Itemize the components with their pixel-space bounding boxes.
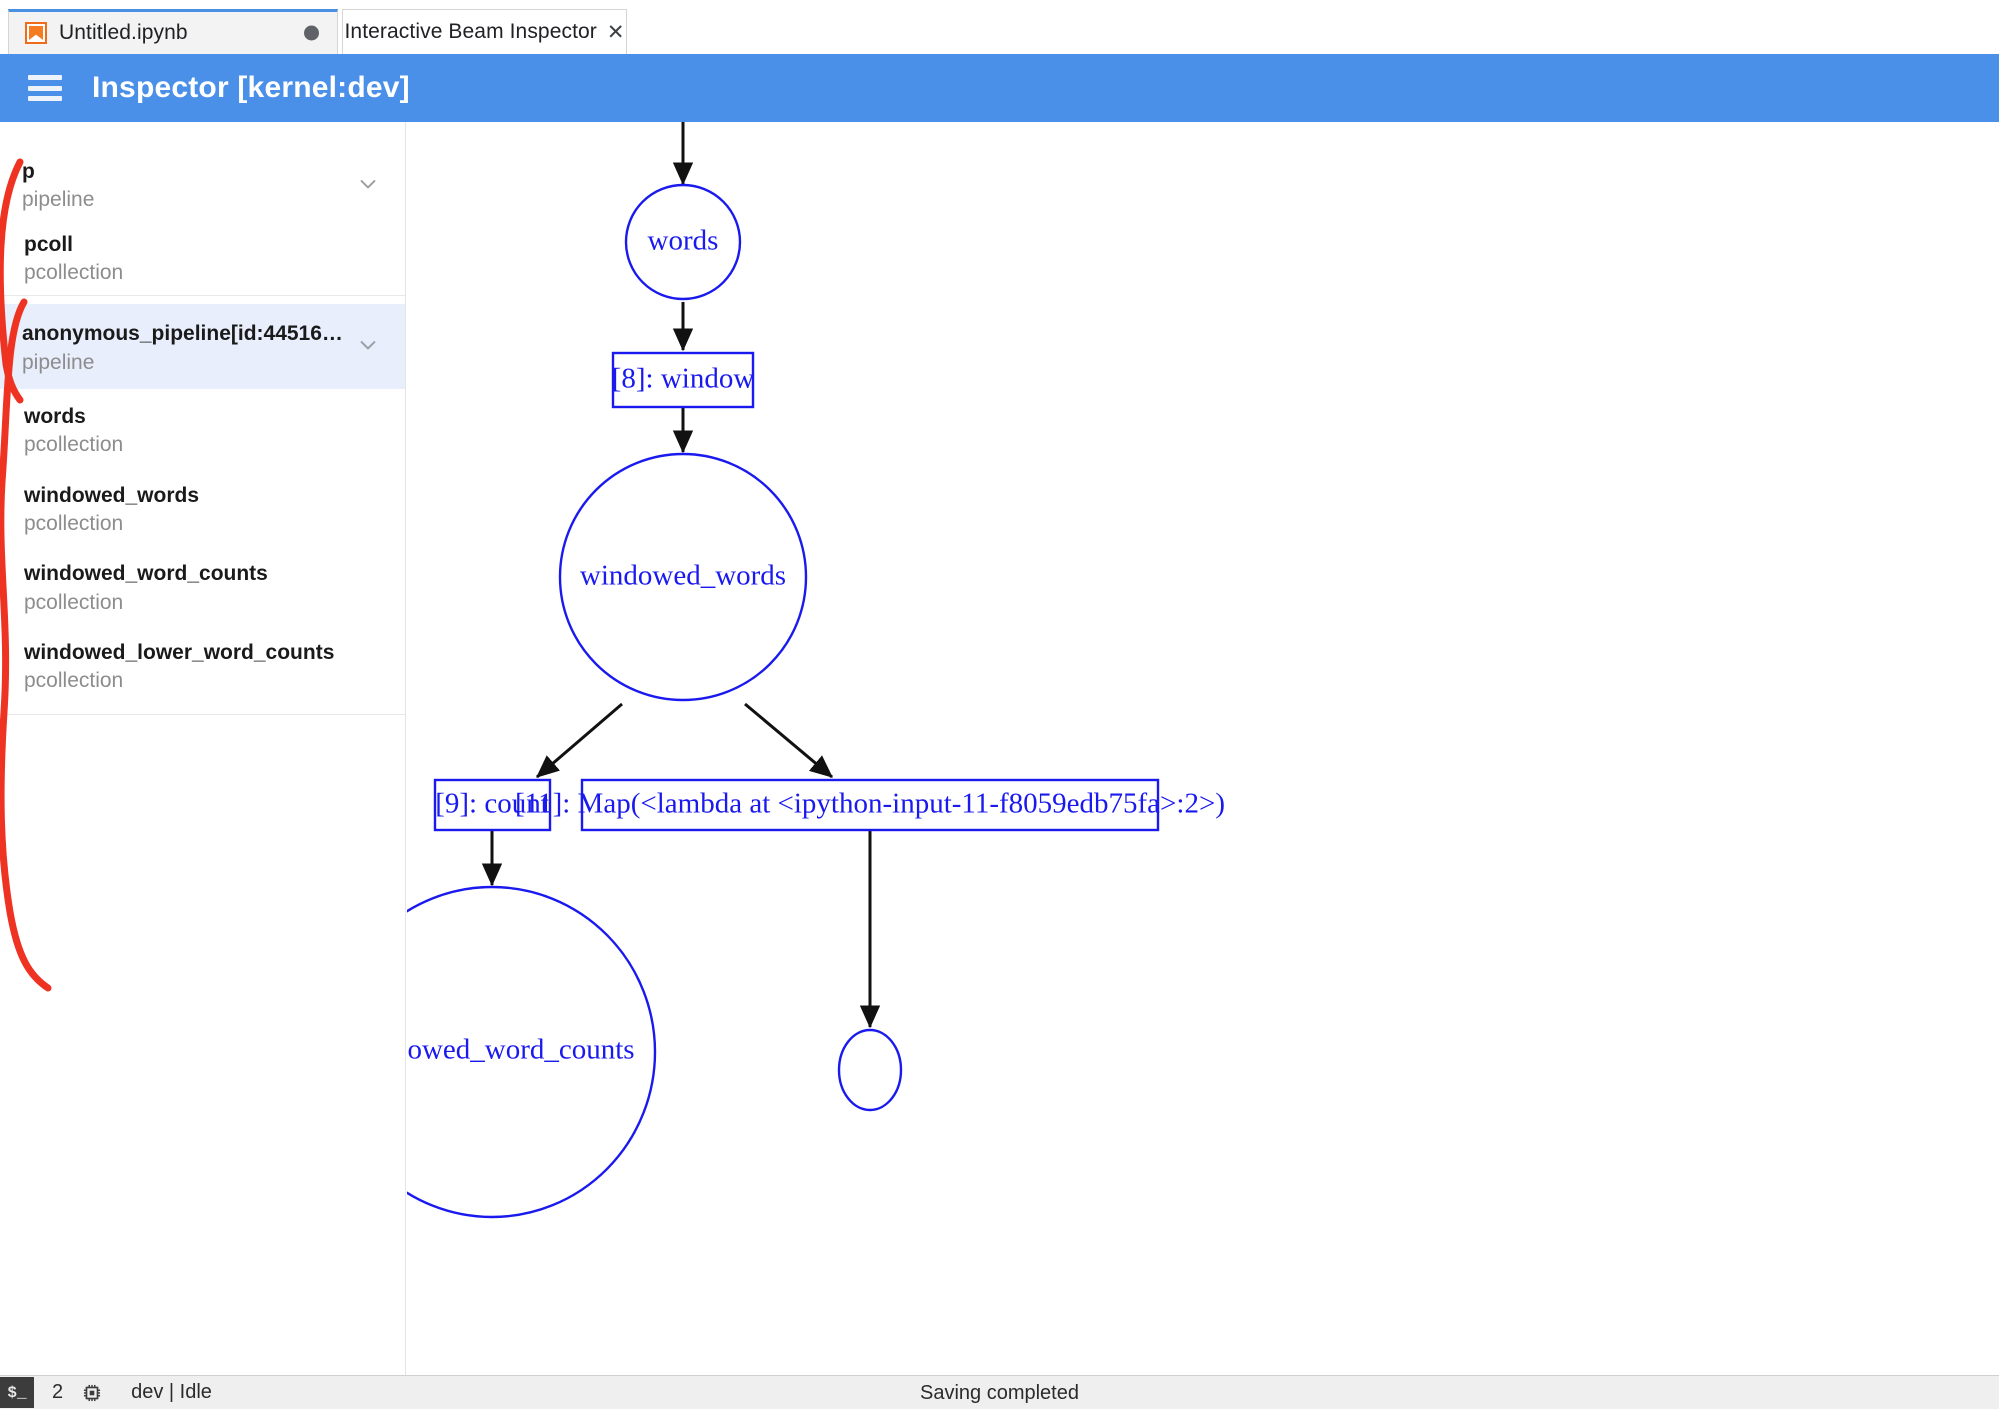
graph-node-label: [11]: Map(<lambda at <ipython-input-11-f… (515, 788, 1225, 820)
chevron-down-icon[interactable] (357, 173, 379, 195)
status-bar: Saving completed $_ 2 dev | Idle (0, 1375, 1999, 1409)
node-shape-circle (837, 1028, 903, 1112)
save-status: Saving completed (920, 1381, 1079, 1404)
hamburger-icon[interactable] (28, 75, 62, 101)
sidebar-item-label: windowed_word_counts (24, 562, 268, 586)
node-shape-box (433, 778, 552, 832)
inspector-header: Inspector [kernel:dev] (0, 54, 1999, 122)
tab-untitled-ipynb[interactable]: Untitled.ipynb (8, 9, 338, 54)
node-shape-box (611, 351, 755, 409)
graph-node-label: windowed_words (580, 560, 786, 592)
sidebar-item-windowed-lower-word-counts[interactable]: windowed_lower_word_counts pcollection (0, 625, 405, 704)
pipeline-graph-svg: words [8]: window windowed_words [9]: co… (407, 122, 1225, 1219)
node-shape-circle (407, 885, 657, 1219)
sidebar-item-label: p (22, 160, 35, 183)
cpu-icon (81, 1382, 103, 1404)
sidebar-item-windowed-word-counts[interactable]: windowed_word_counts pcollection (0, 546, 405, 625)
edge-windowed-words-to-map (744, 702, 833, 779)
sidebar-group: p pipeline pcoll pcollection (0, 122, 405, 297)
sidebar-item-label: windowed_words (24, 483, 200, 507)
sidebar-item-label: windowed_lower_word_counts (24, 641, 335, 665)
node-shape-circle (558, 452, 808, 702)
sidebar-item-label: words (24, 405, 86, 429)
graph-node-windowed-word-counts[interactable]: windowed_word_counts (407, 885, 657, 1219)
graph-node-unnamed[interactable] (837, 1028, 903, 1112)
chevron-down-icon[interactable] (357, 334, 379, 356)
pipeline-graph-canvas[interactable]: words [8]: window windowed_words [9]: co… (407, 122, 1999, 1375)
graph-node-label: windowed_word_counts (407, 1034, 635, 1066)
graph-node-label: [9]: count (435, 788, 549, 820)
notebook-icon (25, 22, 47, 44)
unsaved-dot-icon[interactable] (304, 25, 319, 41)
sidebar-item-type: pcollection (24, 261, 124, 285)
graph-node-count[interactable]: [9]: count (433, 778, 552, 832)
graph-node-window[interactable]: [8]: window (611, 351, 755, 409)
graph-node-map-lambda[interactable]: [11]: Map(<lambda at <ipython-input-11-f… (515, 778, 1225, 832)
sidebar-item-type: pcollection (24, 512, 124, 536)
node-shape-circle (624, 183, 742, 301)
sidebar-item-pcoll[interactable]: pcoll pcollection (0, 223, 405, 296)
tab-interactive-beam-inspector[interactable]: Interactive Beam Inspector ✕ (342, 9, 627, 54)
sidebar-item-words[interactable]: words pcollection (0, 389, 405, 468)
sidebar-item-label: anonymous_pipeline[id:44516… (22, 322, 343, 346)
graph-node-windowed-words[interactable]: windowed_words (558, 452, 808, 702)
graph-node-label: [8]: window (612, 363, 755, 395)
terminal-count: 2 (52, 1381, 64, 1403)
sidebar-item-type: pcollection (24, 590, 124, 614)
tab-label: Interactive Beam Inspector (344, 20, 597, 43)
inspector-body: p pipeline pcoll pcollection anonymous_p… (0, 122, 1999, 1375)
hamburger-bar (28, 75, 62, 80)
sidebar-item-label: pcoll (24, 232, 74, 256)
edge-windowed-words-to-count (536, 702, 623, 779)
tab-label: Untitled.ipynb (59, 21, 188, 44)
sidebar-item-type: pcollection (24, 433, 124, 457)
hamburger-bar (28, 96, 62, 101)
terminal-icon[interactable]: $_ (0, 1377, 34, 1408)
hamburger-bar (28, 85, 62, 91)
sidebar-item-anonymous-pipeline[interactable]: anonymous_pipeline[id:44516… pipeline (0, 304, 405, 390)
sidebar-item-windowed-words[interactable]: windowed_words pcollection (0, 468, 405, 547)
tab-bar: Untitled.ipynb Interactive Beam Inspecto… (0, 0, 1999, 54)
sidebar-item-p[interactable]: p pipeline (0, 150, 405, 223)
sidebar-item-type: pcollection (24, 669, 124, 693)
graph-node-label: words (648, 225, 719, 257)
sidebar-item-type: pipeline (22, 350, 95, 374)
page-title: Inspector [kernel:dev] (92, 71, 410, 104)
graph-node-words[interactable]: words (624, 183, 742, 301)
sidebar-item-type: pipeline (22, 188, 95, 212)
kernel-status: dev | Idle (131, 1381, 212, 1403)
node-shape-box (580, 778, 1160, 832)
inspectables-sidebar[interactable]: p pipeline pcoll pcollection anonymous_p… (0, 122, 406, 1375)
sidebar-group: anonymous_pipeline[id:44516… pipeline wo… (0, 296, 405, 715)
close-icon[interactable]: ✕ (606, 20, 625, 44)
